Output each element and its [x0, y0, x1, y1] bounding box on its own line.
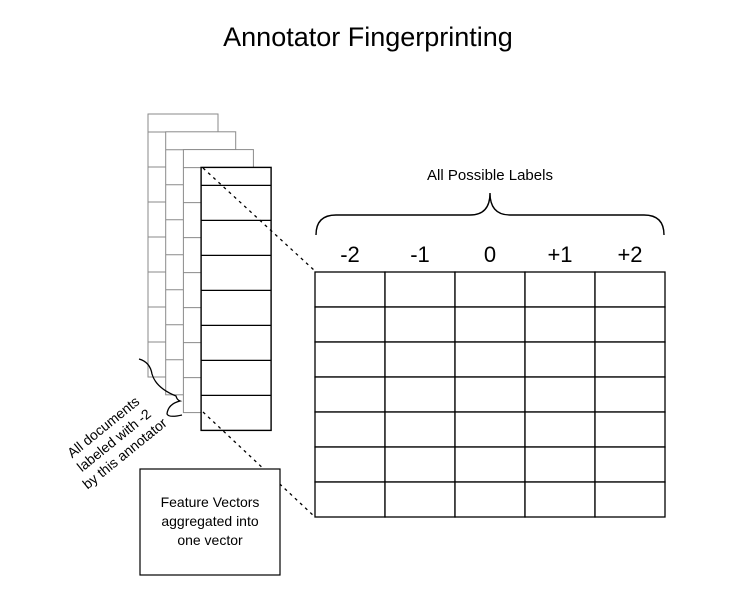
documents-brace [138, 358, 183, 417]
matrix-cell [384, 341, 456, 378]
column-label: -1 [410, 242, 430, 267]
diagram-title: Annotator Fingerprinting [223, 22, 513, 52]
label-feature-matrix [314, 271, 666, 518]
matrix-cell [594, 271, 666, 308]
projection-line-top [202, 167, 316, 272]
matrix-cell [524, 306, 596, 343]
matrix-cell [524, 411, 596, 448]
matrix-cell [384, 271, 456, 308]
matrix-cell [314, 376, 386, 413]
matrix-cell [384, 481, 456, 518]
matrix-cell [454, 446, 526, 483]
matrix-cell [454, 376, 526, 413]
aggregation-box-line-1: Feature Vectors [161, 494, 260, 510]
labels-brace [315, 192, 665, 236]
aggregation-box-frame [139, 468, 281, 576]
matrix-cell [314, 411, 386, 448]
matrix-cell [384, 306, 456, 343]
matrix-cell [594, 341, 666, 378]
aggregation-box-line-2: aggregated into [161, 513, 259, 529]
matrix-cell [594, 376, 666, 413]
matrix-row [314, 376, 666, 413]
matrix-cell [454, 271, 526, 308]
projection-lines [202, 167, 316, 518]
column-label: +1 [547, 242, 572, 267]
projection-line-bottom [202, 411, 316, 518]
matrix-row [314, 306, 666, 343]
column-label: 0 [484, 242, 496, 267]
column-label: -2 [340, 242, 360, 267]
matrix-cell [594, 481, 666, 518]
aggregation-box: Feature Vectors aggregated into one vect… [139, 468, 281, 576]
matrix-row [314, 446, 666, 483]
matrix-cell [524, 341, 596, 378]
document-column [200, 166, 272, 432]
aggregation-box-line-3: one vector [177, 532, 243, 548]
matrix-cell [524, 376, 596, 413]
column-labels: -2 -1 0 +1 +2 [340, 242, 642, 267]
matrix-cell [524, 481, 596, 518]
matrix-row [314, 341, 666, 378]
matrix-cell [454, 306, 526, 343]
matrix-cell [524, 271, 596, 308]
matrix-cell [524, 446, 596, 483]
matrix-cell [384, 376, 456, 413]
matrix-cell [314, 481, 386, 518]
matrix-cell [594, 446, 666, 483]
column-label: +2 [617, 242, 642, 267]
matrix-cell [454, 481, 526, 518]
matrix-cell [314, 271, 386, 308]
matrix-cell [314, 446, 386, 483]
matrix-row [314, 411, 666, 448]
matrix-cell [314, 306, 386, 343]
document-stack [147, 113, 272, 432]
matrix-cell [454, 341, 526, 378]
matrix-cell [384, 411, 456, 448]
matrix-row [314, 481, 666, 518]
matrix-cell [384, 446, 456, 483]
matrix-cell [454, 411, 526, 448]
matrix-row [314, 271, 666, 308]
matrix-cell [594, 411, 666, 448]
matrix-cell [314, 341, 386, 378]
document-column-frame [200, 166, 272, 432]
matrix-cell [594, 306, 666, 343]
labels-header: All Possible Labels [427, 167, 553, 184]
